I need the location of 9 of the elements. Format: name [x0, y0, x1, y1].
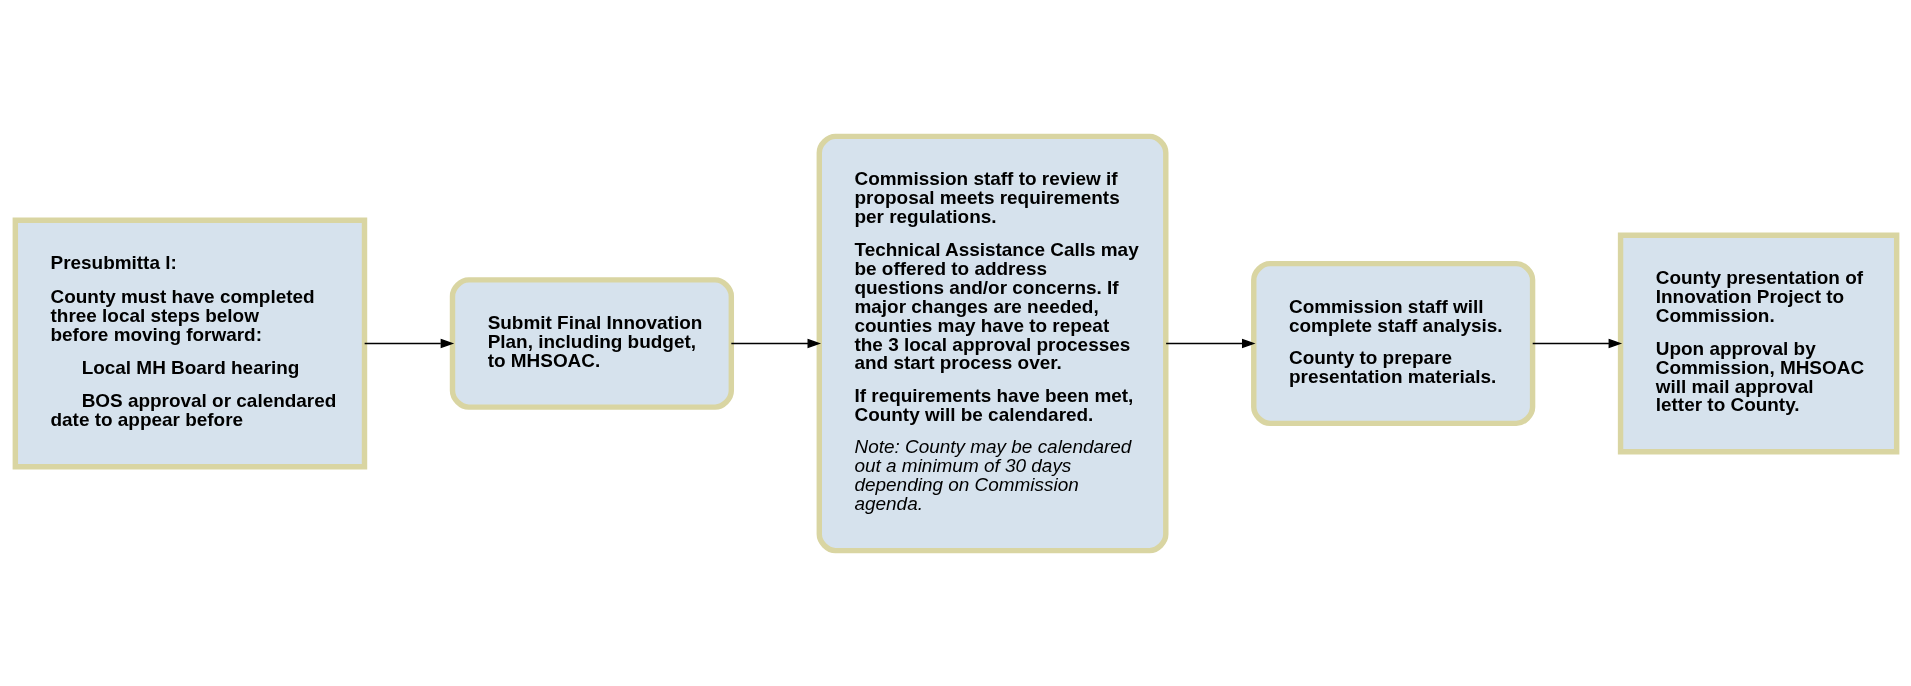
- node-box: Commission staff to review if proposal meets requirements per regulations. Technical Assistance Calls may be offered to address questions and/or concerns. If major changes are needed, counties may have to repeat the 3 local approval processes and start process over. If requirements have been met, County will be calendared. Note: County may be calendared out a minimum of 30 days depending on Commission agenda.: [816, 133, 1168, 553]
- node-box: Presubmitta l: County must have completed three local steps below before moving forward: Local MH Board hearing BOS approval or calendared date to appear before: [12, 217, 367, 469]
- node-box: Commission staff will complete staff analysis. County to prepare presentation materials.: [1250, 260, 1535, 426]
- node-box: County presentation of Innovation Project to Commission. Upon approval by Commission, MHSOAC will mail approval letter to County.: [1617, 232, 1899, 454]
- node-box: Submit Final Innovation Plan, including budget, to MHSOAC.: [449, 276, 734, 410]
- arrow: [363, 338, 454, 348]
- arrow: [1531, 338, 1622, 348]
- arrow: [1164, 338, 1256, 348]
- arrow: [730, 338, 821, 348]
